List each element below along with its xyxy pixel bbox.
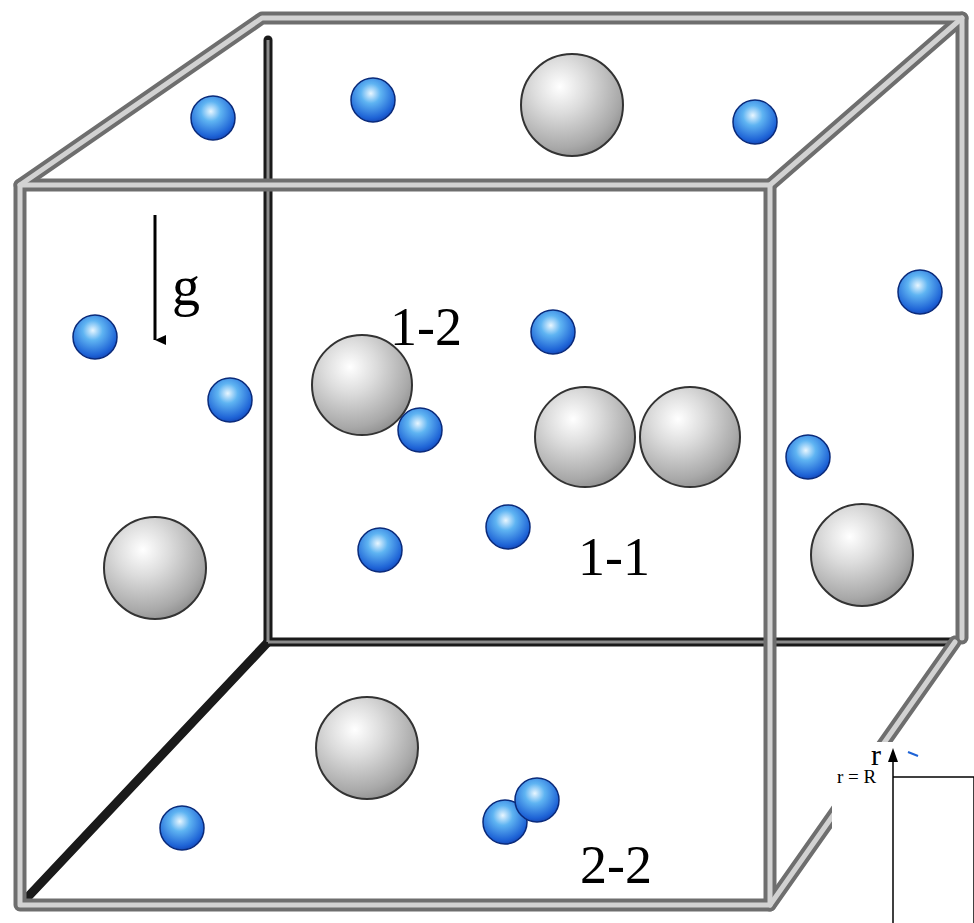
figure-label: 2-2 (580, 838, 652, 892)
figure-label: r (871, 740, 881, 770)
inset-panel (832, 742, 974, 923)
figure-label: 1-1 (578, 530, 650, 584)
cube-back-edges-light (268, 40, 955, 642)
small-particles (73, 78, 942, 850)
gravity-arrow (154, 215, 157, 340)
figure-label: g (172, 258, 200, 314)
cube-back-edges (25, 40, 955, 900)
figure-label: 1-2 (390, 300, 462, 354)
cube-frame (20, 18, 962, 905)
large-particles (104, 54, 913, 799)
figure-label: r = R (837, 767, 876, 786)
